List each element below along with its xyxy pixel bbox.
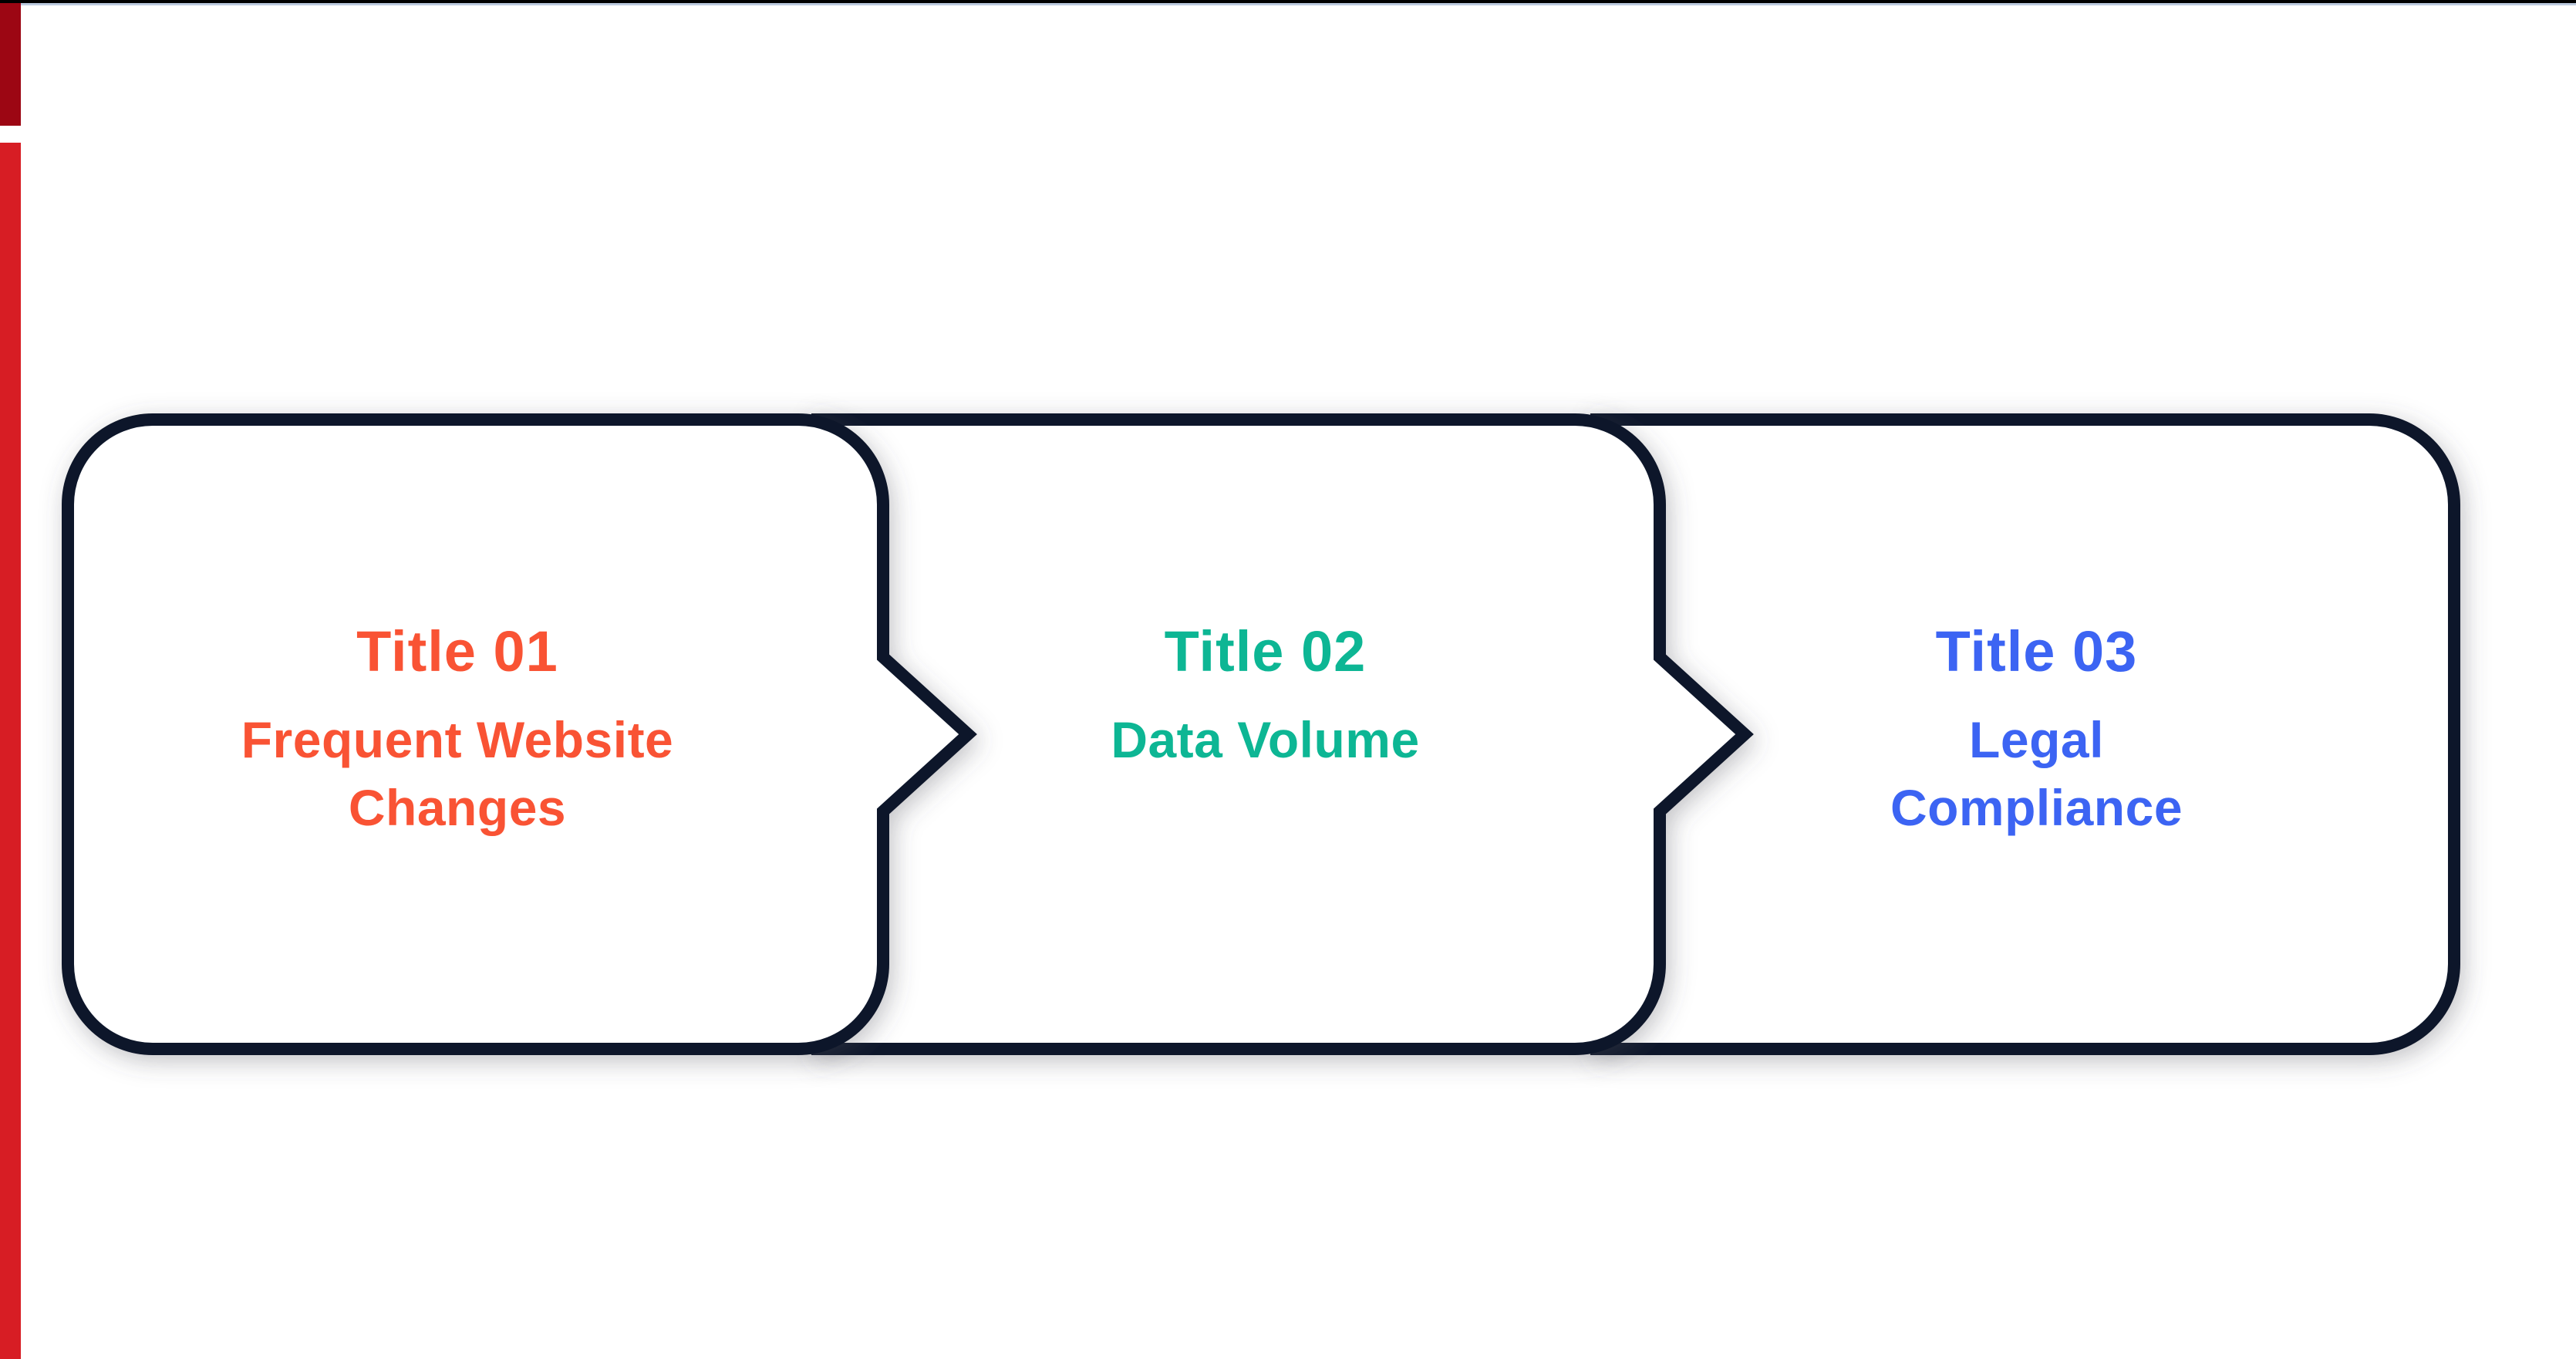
- step-card-3-body-line-1: Legal: [1969, 711, 2104, 768]
- top-accent-bar: [0, 0, 2576, 3]
- left-accent-bar-bottom-segment: [0, 143, 21, 1359]
- step-card-1-text: Title 01 Frequent Website Changes: [68, 413, 847, 1055]
- top-accent-bar-underline: [0, 3, 2576, 5]
- step-card-3-text: Title 03 Legal Compliance: [1664, 413, 2409, 1055]
- step-card-1-body: Frequent Website Changes: [241, 706, 674, 841]
- step-card-3-body: Legal Compliance: [1890, 706, 2183, 841]
- step-card-3-title: Title 03: [1935, 619, 2138, 683]
- step-card-1-body-line-1: Frequent Website: [241, 711, 674, 768]
- step-card-3-shape: [1590, 413, 2460, 1055]
- step-card-2-body: Data Volume: [1111, 706, 1419, 774]
- step-card-2-body-line-1: Data Volume: [1111, 711, 1420, 768]
- step-card-1-body-line-2: Changes: [348, 779, 567, 836]
- step-card-2-text: Title 02 Data Volume: [893, 413, 1637, 1055]
- step-card-2-title: Title 02: [1164, 619, 1367, 683]
- step-card-1-shape-with-arrow: [62, 413, 977, 1055]
- step-card-1-title: Title 01: [356, 619, 558, 683]
- step-card-3-body-line-2: Compliance: [1890, 779, 2183, 836]
- step-card-2-shape-with-arrow: [811, 413, 1754, 1055]
- left-accent-bar-top-segment: [0, 3, 21, 126]
